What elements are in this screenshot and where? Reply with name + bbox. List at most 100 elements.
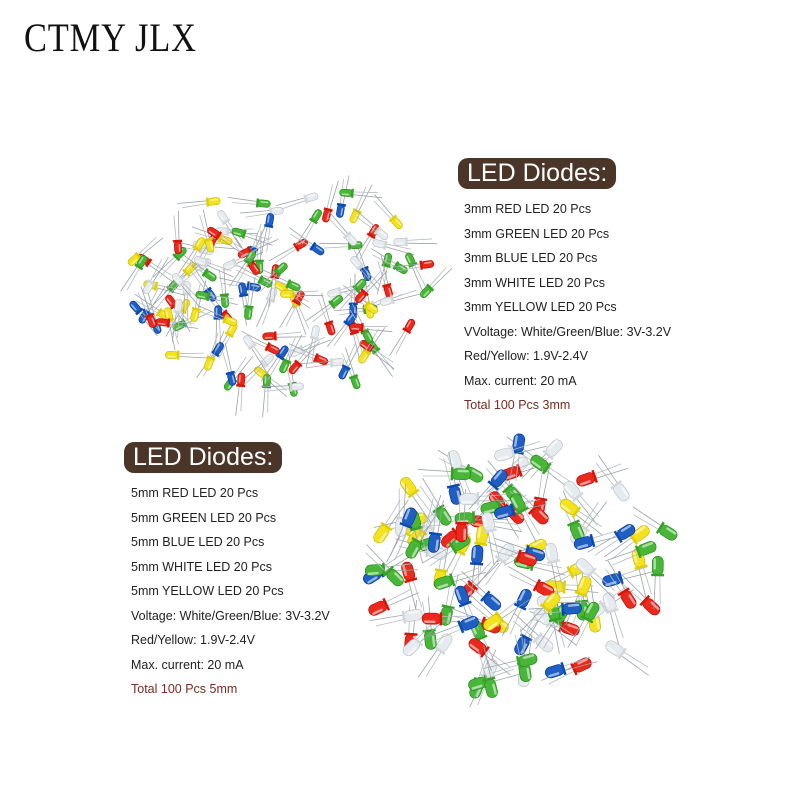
led-diode [651, 556, 665, 610]
led-diode [280, 289, 324, 299]
led-diode [171, 273, 202, 309]
led-diode [484, 653, 538, 674]
led-pile-5mm-image [363, 433, 678, 708]
led-diode [513, 612, 554, 653]
led-diode [379, 289, 423, 306]
led-diode [508, 433, 526, 486]
led-diode [222, 249, 264, 271]
led-diode [419, 267, 452, 299]
spec-line: VVoltage: White/Green/Blue: 3V-3.2V [464, 324, 672, 339]
section-heading-3mm: LED Diodes: [458, 158, 617, 189]
led-diode [342, 285, 378, 314]
led-diode [241, 330, 280, 355]
led-diode [567, 601, 600, 648]
led-diode [417, 633, 453, 678]
led-diode [238, 282, 251, 326]
led-diode [227, 196, 271, 208]
led-diode [279, 334, 303, 374]
led-diode [342, 347, 361, 390]
spec-line: 3mm GREEN LED 20 Pcs [464, 226, 610, 241]
spec-line: Voltage: White/Green/Blue: 3V-3.2V [131, 608, 330, 623]
led-diode [240, 206, 284, 218]
led-diode [276, 192, 319, 210]
led-diode [433, 567, 486, 590]
led-diode [558, 490, 585, 542]
led-diode [544, 656, 598, 679]
spec-line: 5mm BLUE LED 20 Pcs [131, 535, 265, 549]
led-diode [458, 492, 513, 506]
led-diode [632, 506, 678, 541]
led-diode [256, 287, 278, 328]
led-diode [544, 542, 564, 596]
led-diode [373, 194, 403, 230]
led-pile-3mm-image [120, 175, 452, 417]
led-diode [229, 250, 257, 287]
led-diode [477, 543, 515, 586]
spec-line: 5mm YELLOW LED 20 Pcs [131, 584, 284, 598]
led-diode [260, 382, 304, 392]
led-diode [197, 305, 238, 327]
led-diode [221, 342, 237, 386]
led-diode [181, 253, 217, 282]
led-diode [336, 175, 350, 218]
led-diode [393, 237, 437, 247]
led-diode [602, 566, 655, 588]
led-diode [350, 256, 380, 292]
led-diode [195, 290, 238, 305]
led-diode [190, 280, 207, 322]
led-diode [520, 592, 561, 633]
led-diode [528, 602, 582, 616]
led-diode [405, 252, 427, 294]
led-diode [605, 560, 637, 609]
spec-line: Red/Yellow: 1.9V-2.4V [464, 349, 588, 363]
led-diode [460, 570, 502, 611]
spec-line: Max. current: 20 mA [464, 373, 577, 388]
spec-panel-5mm: LED Diodes: 5mm RED LED 20 Pcs 5mm GREEN… [124, 442, 424, 702]
led-diode [355, 209, 389, 241]
total-count-3mm: Total 100 Pcs 3mm [464, 398, 571, 412]
led-diode [427, 616, 479, 642]
led-diode [427, 500, 444, 553]
led-diode [155, 318, 199, 329]
led-diode [261, 345, 289, 382]
led-diode [173, 210, 183, 255]
led-diode [177, 197, 221, 209]
led-diode [327, 210, 358, 246]
led-diode [199, 209, 215, 253]
led-diode [389, 318, 416, 356]
led-diode [468, 469, 508, 511]
led-diode [203, 330, 225, 371]
led-diode [507, 565, 555, 598]
led-diode [390, 260, 435, 272]
led-diode [137, 286, 157, 328]
led-diode [621, 574, 661, 616]
led-diode [171, 298, 183, 342]
led-diode [305, 295, 343, 323]
led-diode [373, 499, 409, 544]
led-diode [235, 372, 246, 416]
led-diode [365, 544, 404, 587]
spec-line: 3mm RED LED 20 Pcs [464, 202, 592, 216]
led-diode [587, 524, 636, 556]
led-diode [454, 585, 480, 638]
led-diode [120, 255, 148, 292]
led-diode [142, 257, 169, 295]
led-diode [510, 493, 540, 543]
led-diode [400, 477, 434, 524]
led-diode [260, 213, 275, 256]
led-diode [244, 277, 256, 320]
led-diode [575, 558, 616, 600]
led-diode [279, 290, 305, 328]
led-diode [401, 561, 423, 615]
led-diode [165, 350, 209, 360]
led-diode [478, 645, 498, 698]
led-diode [494, 441, 547, 462]
led-diode [377, 255, 393, 299]
spec-line: 3mm WHITE LED 20 Pcs [464, 275, 605, 290]
led-diode [288, 227, 325, 256]
spec-line: 3mm YELLOW LED 20 Pcs [464, 300, 617, 314]
total-count-5mm: Total 100 Pcs 5mm [131, 682, 238, 696]
led-diode [501, 588, 532, 637]
led-diode [193, 256, 234, 278]
led-diode [369, 608, 423, 627]
